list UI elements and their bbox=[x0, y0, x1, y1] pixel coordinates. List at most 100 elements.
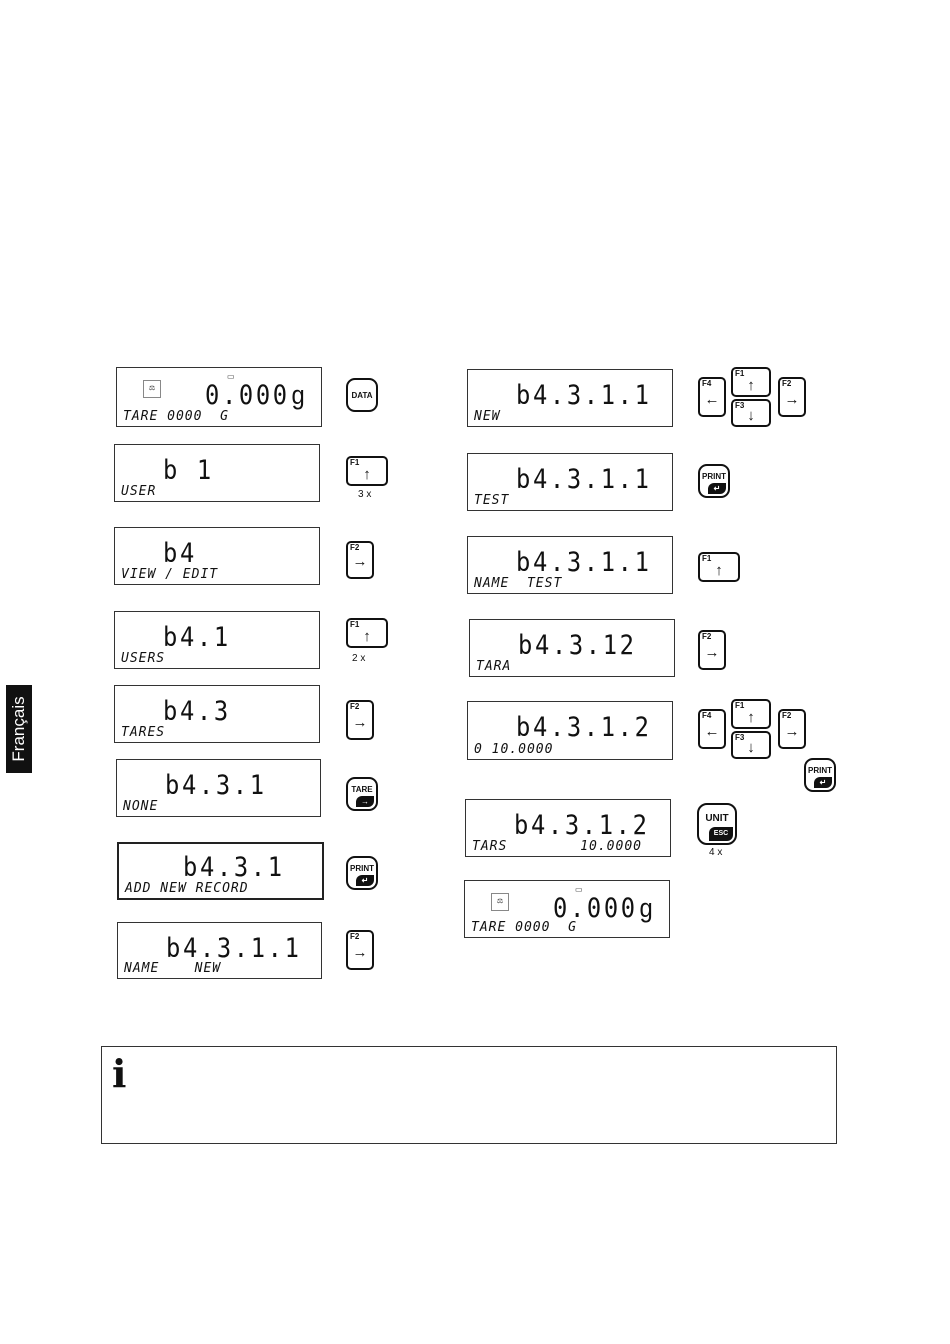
balance-icon: ⚖ bbox=[143, 380, 161, 398]
up-arrow-icon: ↑ bbox=[715, 562, 723, 579]
right-arrow-icon: → bbox=[352, 553, 368, 570]
f1-up-key[interactable]: F1↑ bbox=[731, 699, 771, 729]
f2-right-key[interactable]: F2→ bbox=[698, 630, 726, 670]
right-arrow-icon: → bbox=[704, 644, 720, 661]
lcd-sub-text: NONE bbox=[123, 799, 159, 814]
esc-label: ESC bbox=[709, 827, 733, 841]
f1-up-key[interactable]: F1↑ bbox=[698, 552, 740, 582]
tare-key[interactable]: TARE→ bbox=[346, 777, 378, 811]
lcd-display-b1: b 1 USER bbox=[114, 444, 320, 502]
lcd-display-new: b4.3.1.1 NEW bbox=[467, 369, 673, 427]
weight-value: 0.000 bbox=[205, 380, 290, 411]
lcd-display-name-new: b4.3.1.1 NAME NEW bbox=[117, 922, 322, 979]
print-key-label: PRINT bbox=[808, 766, 832, 775]
lcd-display-tara: b4.3.12 TARA bbox=[469, 619, 675, 677]
f2-right-key[interactable]: F2→ bbox=[346, 541, 374, 579]
lcd-sub-text: ADD NEW RECORD bbox=[125, 881, 249, 896]
unit-key-label: UNIT bbox=[705, 813, 729, 824]
menu-code: b4.3.1.2 bbox=[516, 712, 652, 743]
lcd-sub-text: USERS bbox=[121, 651, 166, 666]
f1-up-key[interactable]: F1↑ bbox=[346, 456, 388, 486]
lcd-sub-text: TARA bbox=[476, 659, 512, 674]
info-note-box: i bbox=[101, 1046, 837, 1144]
print-key[interactable]: PRINT ↵ bbox=[346, 856, 378, 890]
stability-mark-icon: ▭ bbox=[575, 885, 583, 894]
enter-icon: ↵ bbox=[708, 483, 726, 494]
weight-unit: g bbox=[291, 380, 305, 410]
lcd-sub-text: TARES bbox=[121, 725, 166, 740]
menu-code: b4.3.1.1 bbox=[516, 547, 652, 578]
press-count: 4 x bbox=[709, 847, 723, 858]
f2-right-key[interactable]: F2→ bbox=[778, 377, 806, 417]
right-arrow-icon: → bbox=[352, 944, 368, 961]
up-arrow-icon: ↑ bbox=[747, 377, 755, 394]
down-arrow-icon: ↓ bbox=[747, 407, 755, 424]
lcd-sub-text: USER bbox=[121, 484, 157, 499]
lcd-display-name-test: b4.3.1.1 NAME TEST bbox=[467, 536, 673, 594]
lcd-display-tare-value-edit: b4.3.1.2 0 10.0000 bbox=[467, 701, 673, 760]
f1-up-key[interactable]: F1↑ bbox=[731, 367, 771, 397]
lcd-display-tare-saved: b4.3.1.2 TARS 10.0000 bbox=[465, 799, 671, 857]
lcd-sub-text: VIEW / EDIT bbox=[121, 567, 219, 582]
left-arrow-icon: ← bbox=[704, 391, 720, 408]
menu-code: b4 bbox=[163, 538, 197, 569]
lcd-sub-text: TARE 0000 G bbox=[471, 920, 577, 935]
stability-mark-icon: ▭ bbox=[227, 372, 235, 381]
menu-code: b4.3.1.2 bbox=[514, 810, 650, 841]
press-count: 3 x bbox=[358, 489, 372, 500]
lcd-sub-text: NEW bbox=[474, 409, 501, 424]
balance-icon: ⚖ bbox=[491, 893, 509, 911]
tare-key-label: TARE bbox=[351, 785, 373, 794]
f3-down-key[interactable]: F3↓ bbox=[731, 399, 771, 427]
lcd-display-b4: b4 VIEW / EDIT bbox=[114, 527, 320, 585]
lcd-sub-text: 0 10.0000 bbox=[474, 742, 554, 757]
right-arrow-icon: → bbox=[784, 723, 800, 740]
lcd-tare-value: 10.0000 bbox=[580, 839, 642, 854]
down-arrow-icon: ↓ bbox=[747, 739, 755, 756]
f2-right-key[interactable]: F2→ bbox=[346, 700, 374, 740]
lcd-display-add-new-record: b4.3.1 ADD NEW RECORD bbox=[117, 842, 324, 900]
right-arrow-icon: → bbox=[784, 391, 800, 408]
enter-icon: ↵ bbox=[814, 777, 832, 788]
f2-right-key[interactable]: F2→ bbox=[778, 709, 806, 749]
lcd-display-b4-3-1-none: b4.3.1 NONE bbox=[116, 759, 321, 817]
enter-icon: ↵ bbox=[356, 875, 374, 886]
data-key[interactable]: DATA bbox=[346, 378, 378, 412]
lcd-display-b4-1: b4.1 USERS bbox=[114, 611, 320, 669]
menu-code: b4.3.1.1 bbox=[516, 380, 652, 411]
menu-code: b4.3.12 bbox=[518, 630, 637, 661]
press-count: 2 x bbox=[352, 653, 366, 664]
left-arrow-icon: ← bbox=[704, 723, 720, 740]
menu-code: b4.3 bbox=[163, 696, 231, 727]
unit-esc-key[interactable]: UNIT ESC bbox=[697, 803, 737, 845]
lcd-display-weight: ⚖ ▭ 0.000g TARE 0000 G bbox=[116, 367, 322, 427]
menu-code: b4.3.1 bbox=[165, 770, 267, 801]
lcd-display-weight-final: ⚖ ▭ 0.000g TARE 0000 G bbox=[464, 880, 670, 938]
lcd-display-test: b4.3.1.1 TEST bbox=[467, 453, 673, 511]
print-key-label: PRINT bbox=[702, 472, 726, 481]
f1-up-key[interactable]: F1↑ bbox=[346, 618, 388, 648]
print-key-label: PRINT bbox=[350, 864, 374, 873]
f4-left-key[interactable]: F4← bbox=[698, 377, 726, 417]
language-label: Français bbox=[9, 696, 28, 762]
menu-code: b4.3.1 bbox=[183, 852, 285, 883]
weight-value: 0.000 bbox=[553, 893, 638, 924]
f4-left-key[interactable]: F4← bbox=[698, 709, 726, 749]
lcd-sub-text: TARE 0000 G bbox=[123, 409, 229, 424]
menu-code: b 1 bbox=[163, 455, 214, 486]
f2-right-key[interactable]: F2→ bbox=[346, 930, 374, 970]
info-icon: i bbox=[112, 1051, 127, 1096]
lcd-sub-text: NAME TEST bbox=[474, 576, 563, 591]
lcd-sub-text: NAME NEW bbox=[124, 961, 222, 976]
language-side-tab: Français bbox=[6, 685, 32, 773]
lcd-display-b4-3: b4.3 TARES bbox=[114, 685, 320, 743]
lcd-sub-text: TEST bbox=[474, 493, 510, 508]
up-arrow-icon: ↑ bbox=[363, 466, 371, 483]
print-key[interactable]: PRINT ↵ bbox=[698, 464, 730, 498]
print-key[interactable]: PRINT ↵ bbox=[804, 758, 836, 792]
menu-code: b4.1 bbox=[163, 622, 231, 653]
weight-unit: g bbox=[639, 893, 653, 923]
up-arrow-icon: ↑ bbox=[747, 709, 755, 726]
f3-down-key[interactable]: F3↓ bbox=[731, 731, 771, 759]
lcd-sub-text: TARS bbox=[472, 839, 508, 854]
